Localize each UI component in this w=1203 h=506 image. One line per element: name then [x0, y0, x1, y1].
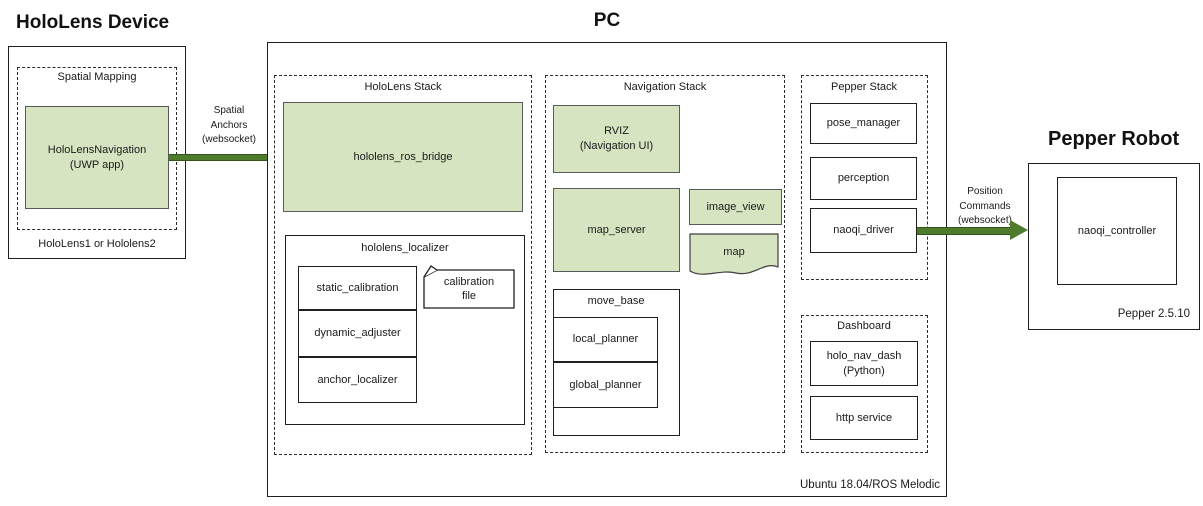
pose-manager-box: pose_manager: [810, 103, 917, 144]
hololens-footer-label: HoloLens1 or Hololens2: [38, 238, 156, 250]
navigation-stack-box: [545, 75, 785, 453]
calibration-file-label: calibration file: [443, 275, 495, 302]
local-planner-box: local_planner: [553, 317, 658, 362]
hololens-ros-bridge-box: hololens_ros_bridge: [283, 102, 523, 212]
calibration-file-shape: [422, 264, 516, 310]
pepper-version-label: Pepper 2.5.10: [1117, 308, 1190, 320]
map-document-shape: [689, 233, 779, 279]
pc-title: PC: [593, 10, 621, 31]
dynamic-adjuster-box: dynamic_adjuster: [298, 310, 417, 357]
anchor-localizer-box: anchor_localizer: [298, 357, 417, 403]
spatial-mapping-box: [17, 67, 177, 230]
global-planner-box: global_planner: [553, 362, 658, 408]
image-view-box: image_view: [689, 189, 782, 225]
hololens-localizer-label: hololens_localizer: [361, 242, 449, 254]
spatial-anchors-label: Spatial Anchors (websocket): [202, 105, 256, 145]
pc-footer-label: Ubuntu 18.04/ROS Melodic: [800, 479, 940, 491]
http-service-box: http service: [810, 396, 918, 440]
navigation-stack-label: Navigation Stack: [623, 81, 707, 93]
pepper-stack-label: Pepper Stack: [830, 81, 898, 93]
map-label: map: [723, 245, 745, 258]
pepper-stack-box: [801, 75, 928, 280]
move-base-label: move_base: [587, 295, 645, 307]
position-commands-label: Position Commands (websocket): [958, 186, 1012, 226]
pepper-robot-title: Pepper Robot: [1048, 128, 1180, 150]
hololens-device-title: HoloLens Device: [16, 12, 170, 33]
hololens-stack-label: HoloLens Stack: [364, 81, 442, 93]
static-calibration-box: static_calibration: [298, 266, 417, 310]
naoqi-controller-box: naoqi_controller: [1057, 177, 1177, 285]
position-commands-arrow: [917, 227, 1012, 235]
holo-nav-dash-box: holo_nav_dash (Python): [810, 341, 918, 386]
hololens-navigation-box: HoloLensNavigation (UWP app): [25, 106, 169, 209]
position-commands-arrowhead: [1010, 220, 1028, 240]
spatial-mapping-label: Spatial Mapping: [57, 71, 137, 83]
dashboard-label: Dashboard: [837, 320, 891, 332]
rviz-box: RVIZ (Navigation UI): [553, 105, 680, 173]
naoqi-driver-box: naoqi_driver: [810, 208, 917, 253]
dashboard-box: [801, 315, 928, 453]
perception-box: perception: [810, 157, 917, 200]
map-server-box: map_server: [553, 188, 680, 272]
hololens-stack-box: [274, 75, 532, 455]
spatial-anchors-arrow: [169, 154, 273, 161]
